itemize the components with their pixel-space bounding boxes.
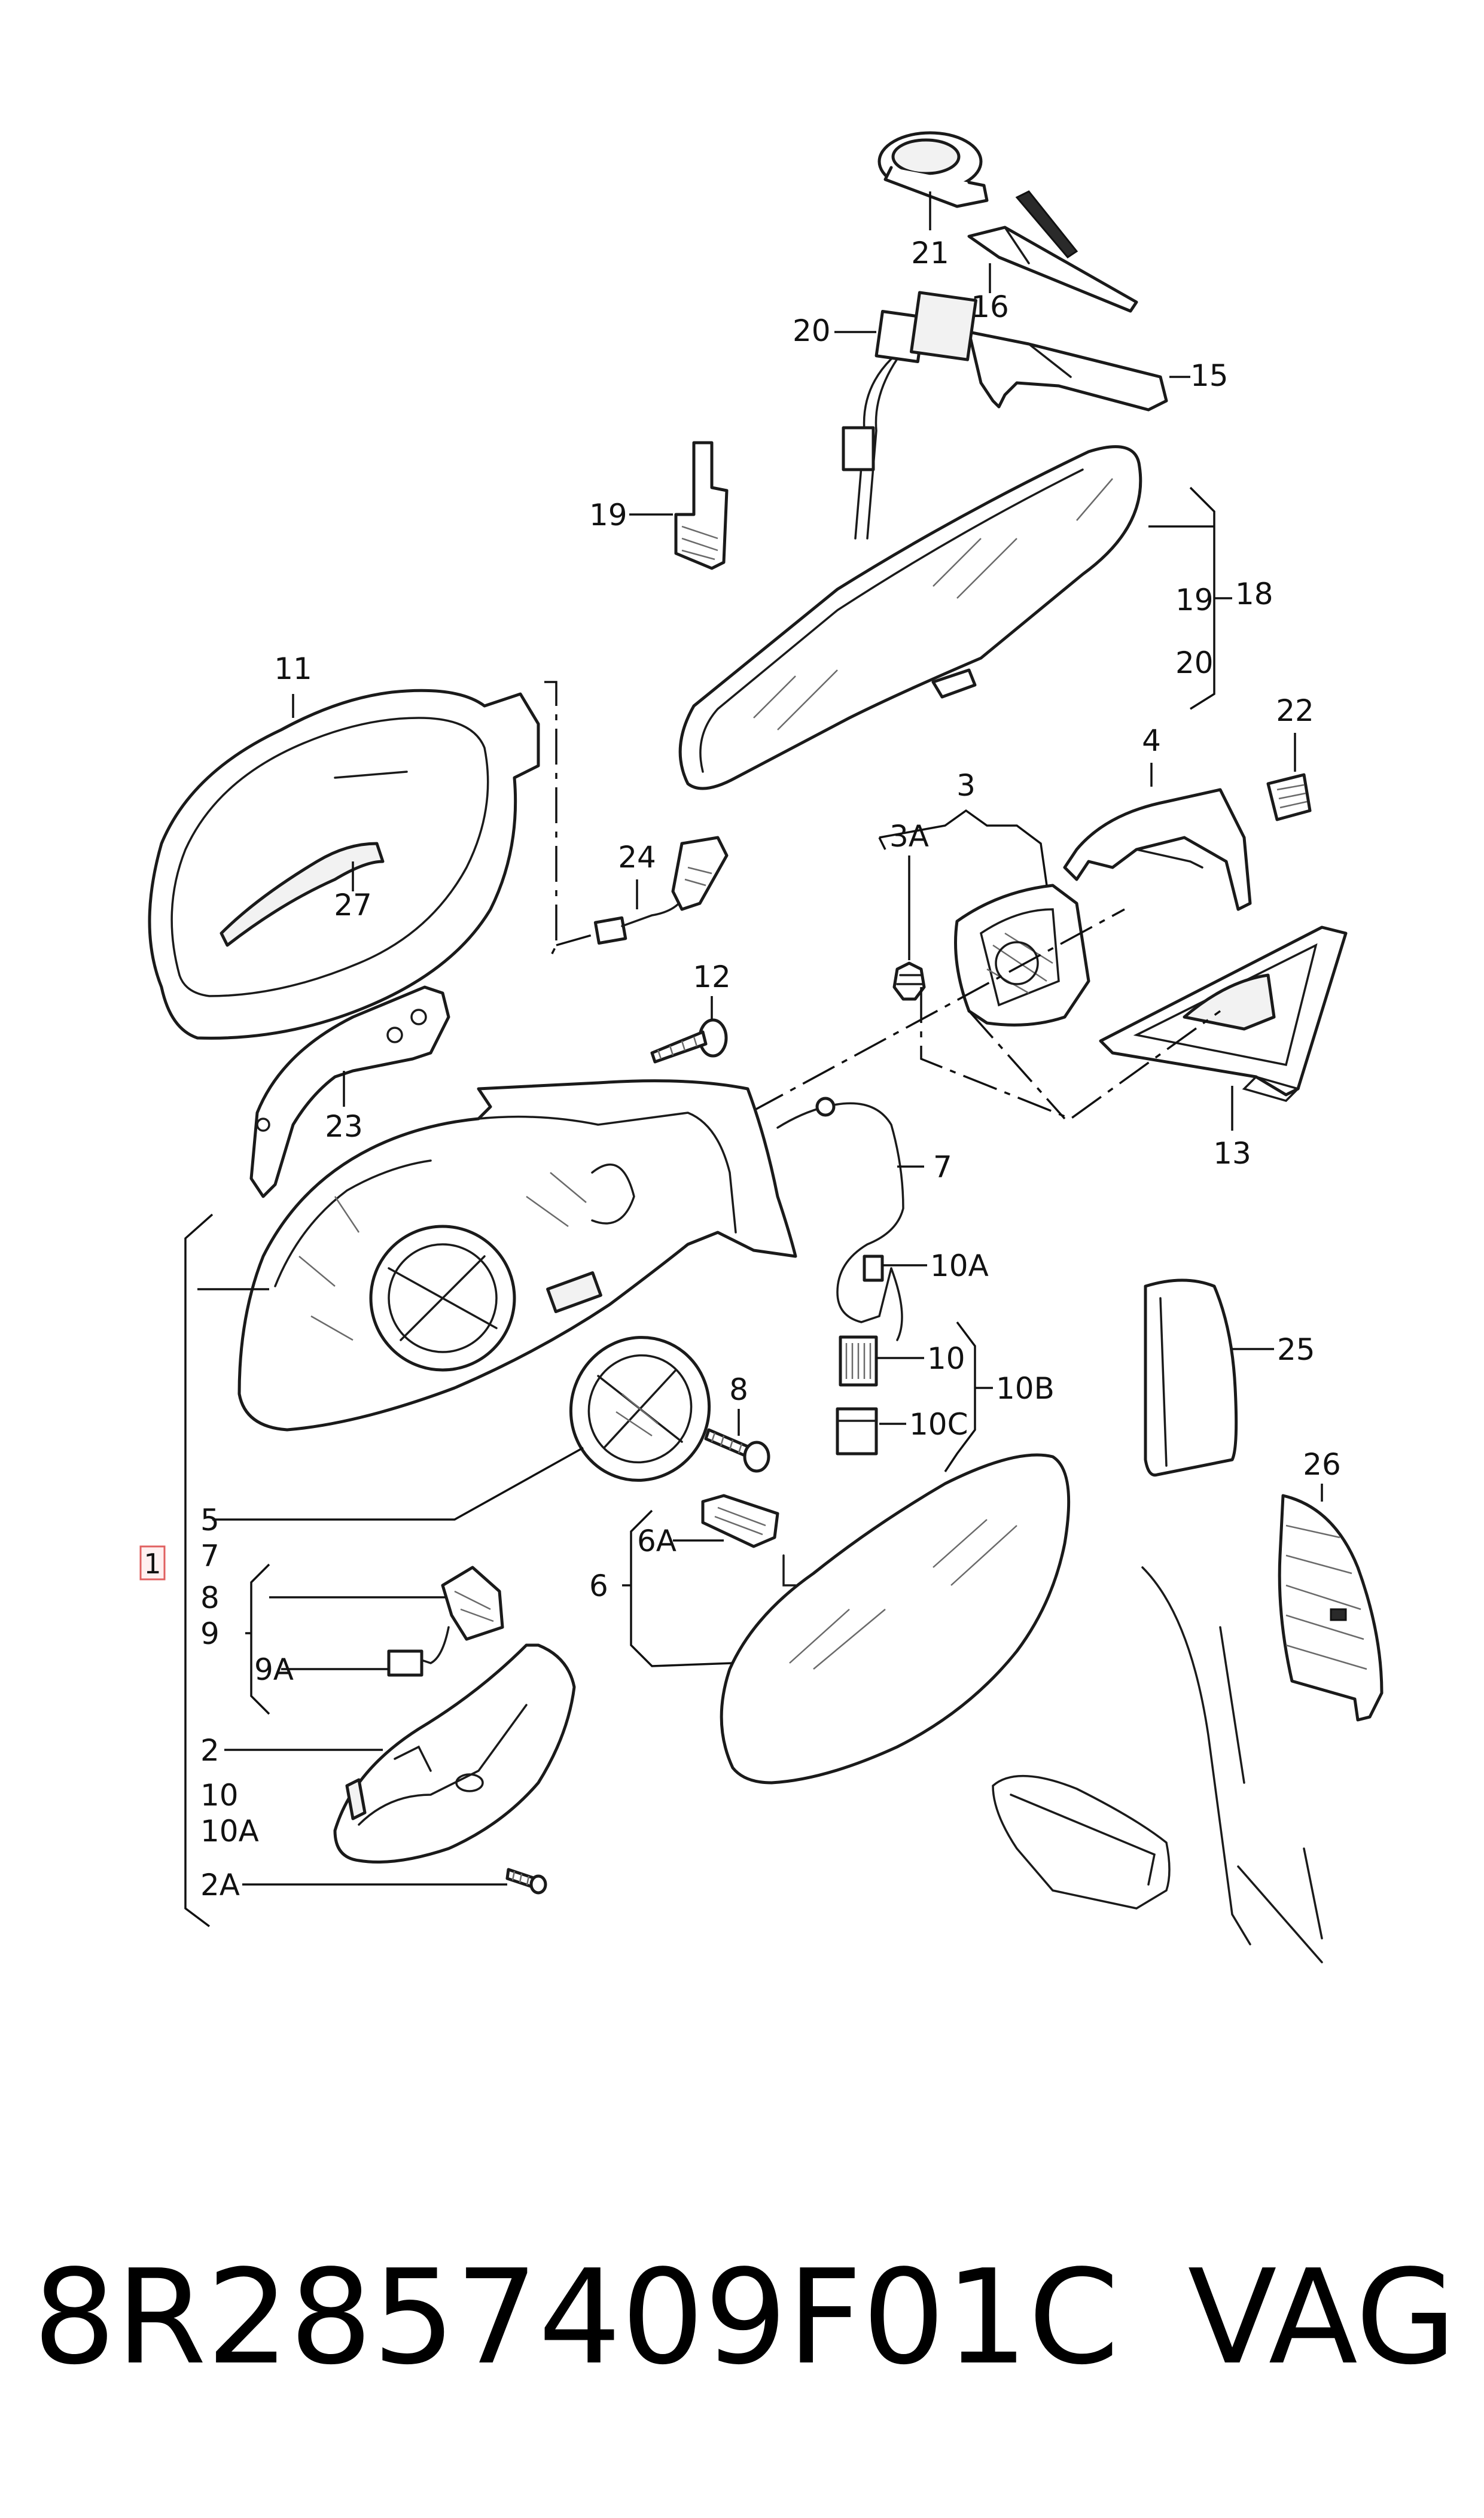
- part-3a-clip[interactable]: [892, 961, 926, 1001]
- part-8-screw[interactable]: [704, 1428, 770, 1473]
- label-10c: 10C: [909, 1407, 968, 1442]
- label-2a: 2A: [200, 1868, 240, 1902]
- part-2a-screw[interactable]: [505, 1868, 547, 1895]
- label-10a-a: 10A: [930, 1249, 989, 1283]
- bracket-18: [1148, 486, 1232, 710]
- label-27: 27: [334, 888, 372, 922]
- part-25-trim[interactable]: [1144, 1278, 1238, 1477]
- label-20b: 20: [1175, 646, 1214, 680]
- label-6a: 6A: [637, 1524, 677, 1558]
- part-26-cover[interactable]: [1278, 1494, 1384, 1722]
- part-3-mirror-base[interactable]: [954, 884, 1090, 1027]
- part-16-trim[interactable]: [967, 190, 1138, 313]
- part-9-wiring[interactable]: [387, 1566, 504, 1677]
- label-10b-list: 10: [200, 1778, 239, 1813]
- car-door-outline: [992, 1566, 1323, 1963]
- part-22-clip[interactable]: [1266, 773, 1312, 821]
- label-4: 4: [1142, 723, 1161, 758]
- footer-caption: 8R2857409F01C VAG: [33, 2240, 1456, 2396]
- label-8b: 8: [200, 1581, 220, 1615]
- part-18-interior-mirror[interactable]: [678, 445, 1142, 790]
- label-7b: 7: [200, 1539, 220, 1573]
- part-11-mirror-cap[interactable]: [148, 689, 540, 1040]
- label-10b: 10B: [996, 1371, 1055, 1406]
- label-22: 22: [1276, 693, 1314, 728]
- label-18: 18: [1235, 577, 1273, 611]
- label-5: 5: [200, 1503, 220, 1537]
- part-1-mirror-housing[interactable]: [237, 1079, 797, 1432]
- label-19a: 19: [589, 498, 627, 532]
- label-16: 16: [971, 290, 1009, 324]
- label-23: 23: [325, 1109, 363, 1144]
- label-19b: 19: [1175, 583, 1214, 617]
- label-11: 11: [274, 651, 312, 686]
- part-2-lower-cover[interactable]: [333, 1643, 576, 1864]
- label-10a-b: 10A: [200, 1814, 259, 1849]
- label-8a: 8: [729, 1372, 748, 1407]
- label-13: 13: [1213, 1136, 1251, 1171]
- part-13-triangle-cover[interactable]: [1099, 925, 1348, 1102]
- label-26: 26: [1303, 1447, 1341, 1482]
- label-25: 25: [1277, 1332, 1315, 1367]
- guide-center: [699, 908, 1221, 1141]
- label-12: 12: [693, 960, 731, 994]
- label-3a: 3A: [889, 819, 929, 854]
- part-24-harness[interactable]: [593, 836, 729, 945]
- label-21: 21: [911, 236, 949, 270]
- bracket-6: [622, 1509, 733, 1667]
- brand-label: VAG: [1187, 2242, 1456, 2394]
- label-1-highlight[interactable]: 1: [139, 1545, 166, 1581]
- part-21-sensor[interactable]: [877, 131, 989, 208]
- label-3: 3: [956, 768, 976, 803]
- label-10a: 10: [927, 1341, 965, 1376]
- label-15: 15: [1190, 358, 1229, 393]
- label-20a: 20: [793, 313, 831, 348]
- label-9: 9: [200, 1616, 220, 1651]
- part-10c-connector[interactable]: [836, 1407, 878, 1456]
- label-9a: 9A: [254, 1652, 294, 1687]
- part-5-adjuster[interactable]: [551, 1318, 729, 1500]
- label-7a: 7: [933, 1150, 952, 1185]
- callout-labels: 21 16 15 20 19 19 18 20 11 27 24 12 23 3…: [200, 236, 1341, 1902]
- label-6: 6: [589, 1569, 608, 1603]
- part-6-mirror-glass[interactable]: [720, 1453, 1071, 1785]
- label-1: 1: [144, 1548, 161, 1580]
- part-7-cable[interactable]: [776, 1097, 904, 1341]
- part-6a-connector[interactable]: [701, 1494, 779, 1548]
- bracket-3: [878, 809, 1048, 886]
- part-number: 8R2857409F01C: [33, 2242, 1120, 2394]
- part-10-connector[interactable]: [839, 1335, 878, 1387]
- part-15-cover[interactable]: [967, 330, 1168, 412]
- part-12-screw[interactable]: [650, 1018, 728, 1064]
- bracket-8-9: [245, 1563, 446, 1715]
- bracket-10b: [944, 1321, 993, 1472]
- part-20-connector[interactable]: [842, 291, 977, 540]
- part-19-connector[interactable]: [674, 441, 729, 570]
- guide-11-24: [544, 681, 599, 958]
- part-23-bracket[interactable]: [249, 985, 450, 1198]
- label-2: 2: [200, 1733, 220, 1768]
- label-24: 24: [618, 840, 656, 875]
- bracket-1: [184, 1213, 214, 1928]
- part-4-cover[interactable]: [1063, 788, 1252, 911]
- leader-5: [212, 1447, 584, 1521]
